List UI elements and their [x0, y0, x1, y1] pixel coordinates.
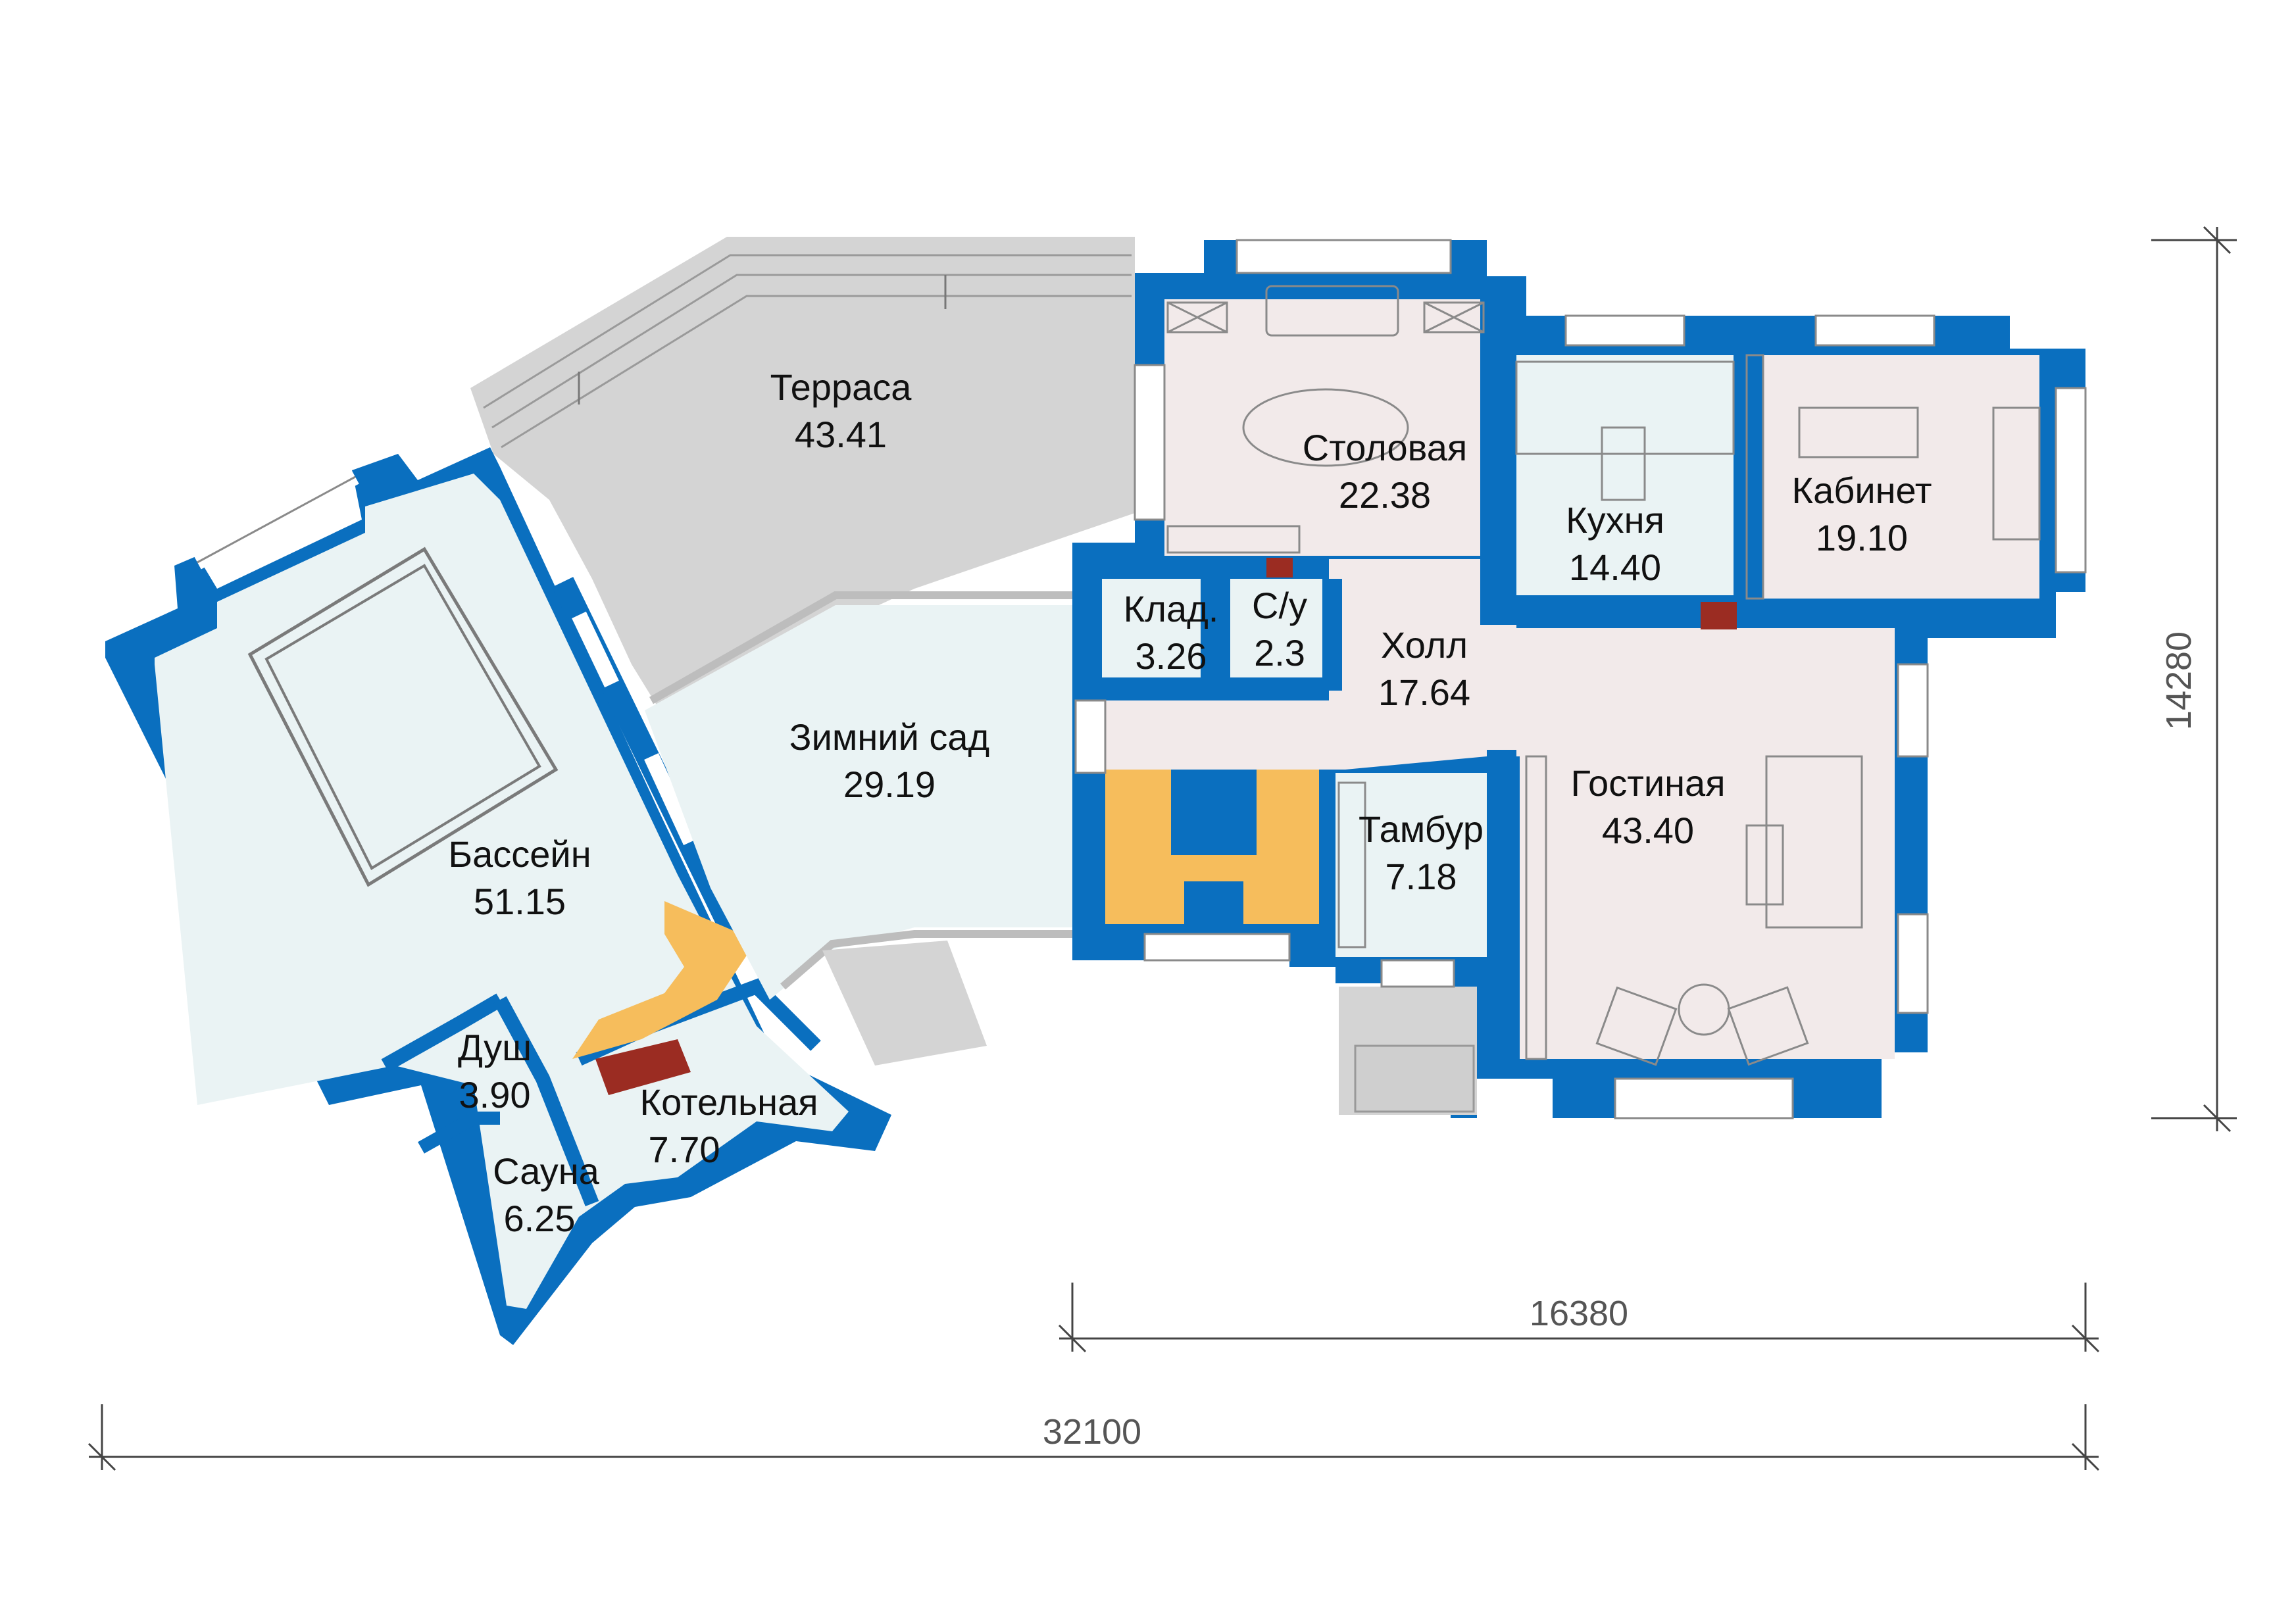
- room-hall-area: 17.64: [1378, 672, 1470, 713]
- room-boiler-area: 7.70: [649, 1129, 720, 1170]
- room-vestibule-area: 7.18: [1385, 856, 1457, 897]
- terrace-area: [470, 237, 1135, 707]
- west-wing: [105, 447, 891, 1345]
- room-terrace-area: 43.41: [795, 414, 887, 455]
- room-sauna-area: 6.25: [504, 1198, 576, 1239]
- main-block: [1072, 239, 2087, 1119]
- room-shower-name: Душ: [458, 1027, 532, 1068]
- room-labels: Терраса 43.41 Столовая 22.38 Кухня 14.40…: [448, 366, 1932, 1239]
- room-study-area: 19.10: [1816, 517, 1908, 558]
- dimension-total-width: 32100: [1043, 1412, 1141, 1452]
- room-storage-area: 3.26: [1136, 635, 1207, 677]
- room-dining-area: 22.38: [1339, 474, 1431, 516]
- room-pool-area: 51.15: [474, 881, 566, 922]
- room-kitchen-area: 14.40: [1569, 547, 1661, 588]
- room-sauna-name: Сауна: [493, 1150, 600, 1192]
- room-study-name: Кабинет: [1792, 470, 1932, 511]
- room-wc-name: С/у: [1252, 585, 1307, 626]
- room-shower-area: 3.90: [459, 1074, 531, 1116]
- dimension-depth: 14280: [2159, 631, 2199, 730]
- room-vestibule-name: Тамбур: [1359, 808, 1484, 850]
- room-pool-name: Бассейн: [448, 833, 591, 875]
- room-living-area: 43.40: [1602, 810, 1694, 851]
- room-living-name: Гостиная: [1570, 762, 1725, 804]
- room-kitchen-name: Кухня: [1566, 499, 1664, 541]
- room-wc-area: 2.3: [1254, 632, 1305, 674]
- room-winter-garden-name: Зимний сад: [789, 716, 989, 758]
- room-dining-name: Столовая: [1303, 427, 1467, 468]
- room-hall-name: Холл: [1381, 624, 1468, 666]
- room-winter-garden-area: 29.19: [843, 764, 936, 805]
- room-boiler-name: Котельная: [639, 1081, 818, 1123]
- dimension-right-width: 16380: [1530, 1294, 1628, 1333]
- dimension-lines: [87, 226, 2237, 1471]
- winter-garden-area: [645, 591, 1079, 1066]
- room-storage-name: Клад.: [1124, 588, 1219, 629]
- room-terrace-name: Терраса: [770, 366, 912, 408]
